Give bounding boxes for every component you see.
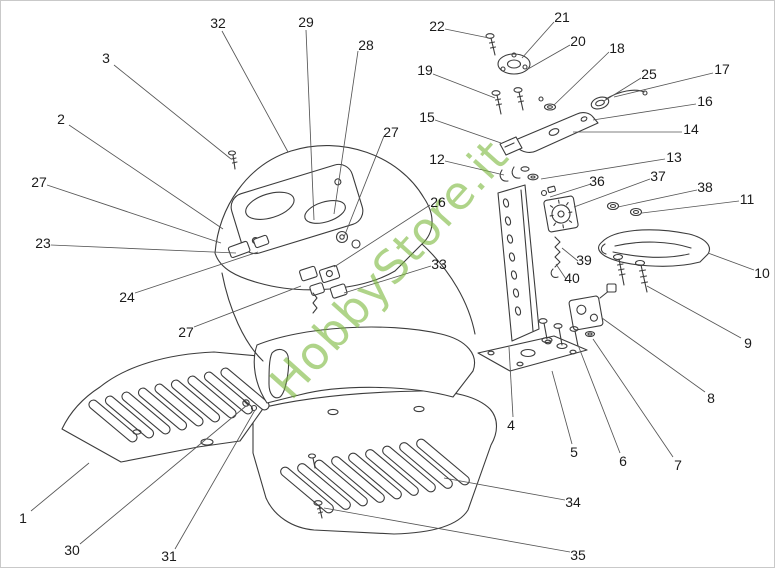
callout-29: 29	[298, 14, 314, 30]
callout-40: 40	[564, 270, 580, 286]
callout-7: 7	[674, 457, 682, 473]
callout-25: 25	[641, 66, 657, 82]
callout-37: 37	[650, 168, 666, 184]
callout-5: 5	[570, 444, 578, 460]
callout-35: 35	[570, 547, 586, 563]
callout-15: 15	[419, 109, 435, 125]
floor-pan-group	[61, 326, 498, 535]
callout-24: 24	[119, 289, 135, 305]
callout-6: 6	[619, 453, 627, 469]
leader-lines	[30, 21, 755, 553]
callout-38: 38	[697, 179, 713, 195]
callout-39: 39	[576, 252, 592, 268]
callout-31: 31	[161, 548, 177, 564]
callout-4: 4	[507, 417, 515, 433]
callout-21: 21	[554, 9, 570, 25]
console-group	[214, 144, 476, 362]
callout-26: 26	[430, 194, 446, 210]
callout-17: 17	[714, 61, 730, 77]
callout-9: 9	[744, 335, 752, 351]
callout-34: 34	[565, 494, 581, 510]
callout-27-b: 27	[31, 174, 47, 190]
callout-36: 36	[589, 173, 605, 189]
callout-18: 18	[609, 40, 625, 56]
callout-20: 20	[570, 33, 586, 49]
steering-column-group	[477, 33, 710, 372]
callout-22: 22	[429, 18, 445, 34]
callout-14: 14	[683, 121, 699, 137]
callout-10: 10	[754, 265, 770, 281]
callout-28: 28	[358, 37, 374, 53]
callout-33: 33	[431, 256, 447, 272]
callout-23: 23	[35, 235, 51, 251]
callout-8: 8	[707, 390, 715, 406]
callout-1: 1	[19, 510, 27, 526]
callout-27-a: 27	[383, 124, 399, 140]
callout-27-c: 27	[178, 324, 194, 340]
callout-19: 19	[417, 62, 433, 78]
callout-12: 12	[429, 151, 445, 167]
callout-11: 11	[739, 191, 755, 207]
callout-3: 3	[102, 50, 110, 66]
callout-13: 13	[666, 149, 682, 165]
callout-2: 2	[57, 111, 65, 127]
callout-30: 30	[64, 542, 80, 558]
callout-16: 16	[697, 93, 713, 109]
callout-32: 32	[210, 15, 226, 31]
